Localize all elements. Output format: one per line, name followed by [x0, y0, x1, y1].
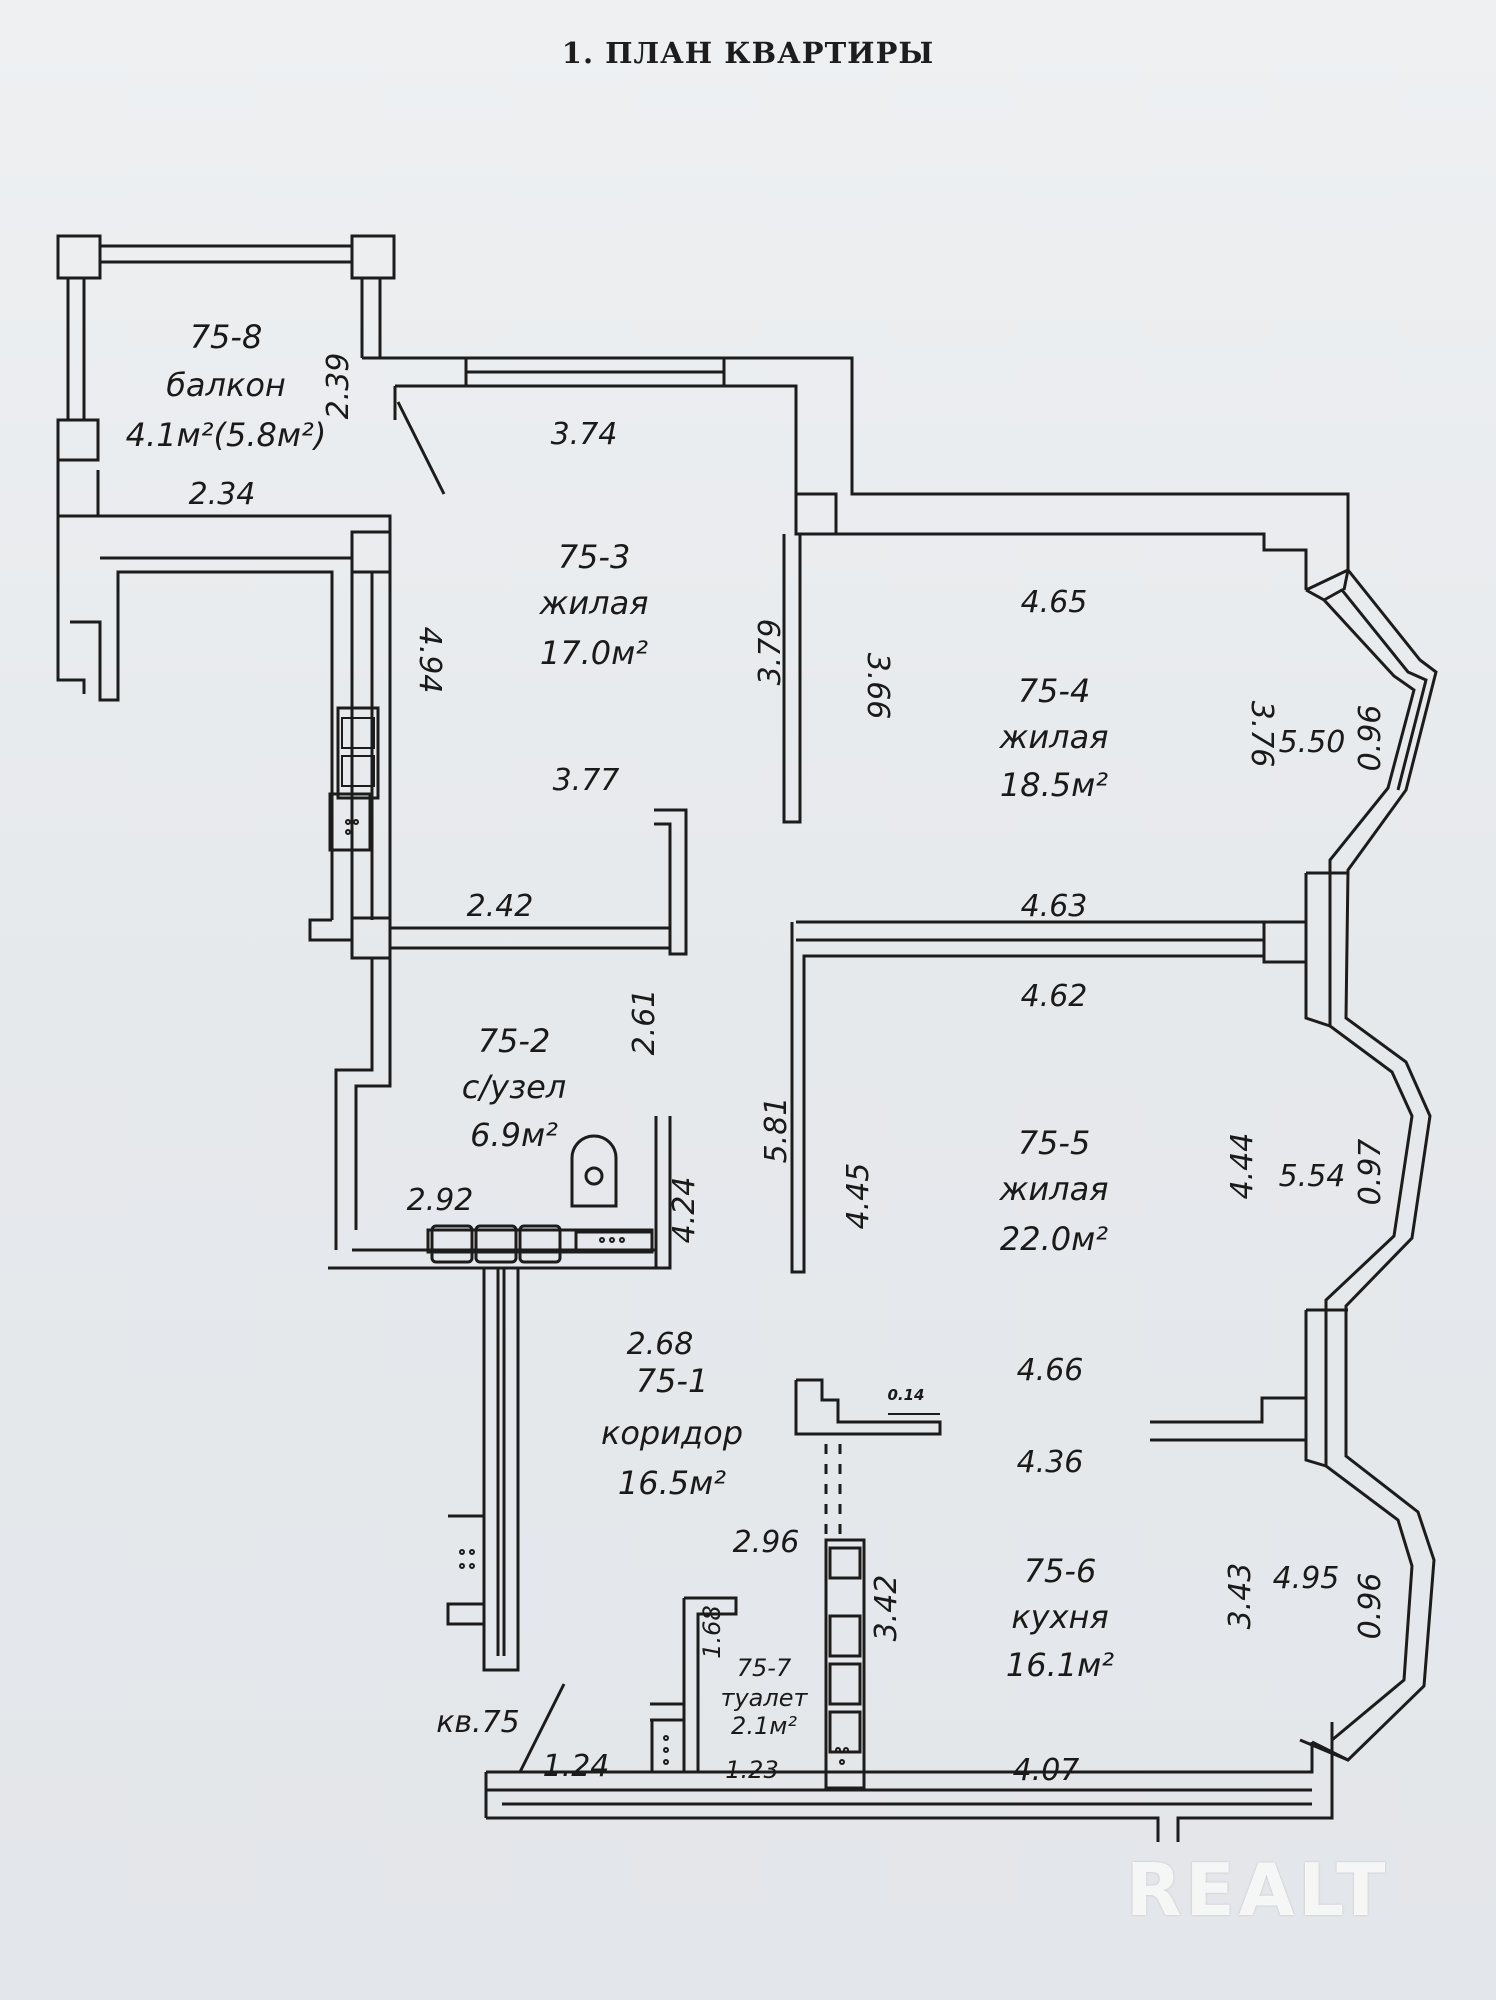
dim-label: 3.79 [753, 619, 788, 686]
dim-label: 3.77 [553, 763, 620, 798]
room-area: 18.5м² [1000, 766, 1108, 804]
dim-label: 2.61 [627, 989, 662, 1056]
room-area: 16.1м² [1006, 1646, 1114, 1684]
room-id: 75-6 [1024, 1552, 1097, 1590]
room-name: кухня [1011, 1598, 1108, 1636]
fixtures [341, 717, 940, 1765]
dim-label: 4.94 [412, 627, 447, 694]
dim-label: 4.44 [1225, 1133, 1260, 1200]
room-area: 2.1м² [731, 1712, 797, 1740]
dim-label: 4.65 [1021, 585, 1088, 620]
plan-title: 1. ПЛАН КВАРТИРЫ [561, 36, 935, 70]
dim-label: 0.96 [1353, 705, 1388, 772]
dim-label: 3.66 [860, 653, 895, 720]
room-name: жилая [999, 1170, 1109, 1208]
room-name: балкон [166, 366, 286, 404]
room-label-75-3: 75-3 жилая 17.0м² [539, 538, 649, 672]
dim-label: 2.68 [627, 1327, 694, 1362]
dim-label: 2.34 [189, 477, 256, 512]
dim-label: 4.62 [1021, 979, 1088, 1014]
room-id: 75-7 [737, 1654, 792, 1682]
dim-label: 4.36 [1017, 1445, 1084, 1480]
room-name: туалет [721, 1684, 809, 1712]
dim-label: 4.07 [1013, 1753, 1080, 1788]
dim-label: 5.50 [1279, 725, 1346, 760]
dim-label: 4.24 [667, 1177, 702, 1244]
room-label-75-1: 75-1 коридор 16.5м² [601, 1362, 743, 1502]
room-area: 22.0м² [1000, 1220, 1108, 1258]
dim-label: 3.42 [869, 1575, 904, 1642]
dim-label: 1.24 [543, 1749, 610, 1784]
room-label-balcony: 75-8 балкон 4.1м²(5.8м²) [126, 318, 327, 454]
room-name: жилая [539, 584, 649, 622]
dim-label: 4.95 [1273, 1561, 1340, 1596]
dim-label: 0.14 [887, 1386, 924, 1404]
dim-label: 3.74 [551, 417, 618, 452]
room-name: коридор [601, 1414, 743, 1452]
room-area: 4.1м²(5.8м²) [126, 416, 327, 454]
dim-label: 2.42 [467, 889, 534, 924]
room-label-75-5: 75-5 жилая 22.0м² [999, 1124, 1109, 1258]
dim-label: 3.43 [1223, 1563, 1258, 1630]
room-id: 75-5 [1018, 1124, 1091, 1162]
room-id: 75-4 [1018, 672, 1091, 710]
room-area: 17.0м² [540, 634, 648, 672]
dim-label: 2.96 [733, 1525, 800, 1560]
room-label-75-7: 75-7 туалет 2.1м² [721, 1654, 809, 1740]
dim-label: 0.96 [1353, 1573, 1388, 1640]
room-name: с/узел [462, 1068, 566, 1106]
room-id: 75-3 [558, 538, 631, 576]
room-id: 75-8 [190, 318, 263, 356]
room-id: 75-2 [478, 1022, 551, 1060]
room-label-75-2: 75-2 с/узел 6.9м² [462, 1022, 566, 1154]
apartment-label: кв.75 [436, 1705, 520, 1740]
dim-label: 1.68 [698, 1605, 726, 1658]
room-label-75-4: 75-4 жилая 18.5м² [999, 672, 1109, 804]
room-id: 75-1 [636, 1362, 709, 1400]
balcony-walls [56, 234, 396, 518]
dim-label: 5.54 [1279, 1159, 1346, 1194]
room-area: 16.5м² [618, 1464, 726, 1502]
room-area: 6.9м² [470, 1116, 558, 1154]
dim-label: 3.76 [1244, 701, 1279, 768]
room-label-75-6: 75-6 кухня 16.1м² [1006, 1552, 1114, 1684]
room-name: жилая [999, 718, 1109, 756]
dim-label: 4.45 [841, 1163, 876, 1230]
dim-label: 2.39 [321, 353, 356, 420]
realt-watermark: REALT [1126, 1848, 1390, 1932]
dim-label: 4.66 [1017, 1353, 1084, 1388]
dim-label: 1.23 [725, 1756, 778, 1784]
interior-walls [390, 386, 1308, 1790]
dim-label: 2.92 [407, 1183, 474, 1218]
dimensions: 2.39 3.74 2.34 4.94 3.79 3.66 4.65 3.76 … [189, 353, 1388, 1788]
dim-label: 0.97 [1353, 1139, 1388, 1206]
dim-label: 5.81 [759, 1097, 794, 1164]
dim-label: 4.63 [1021, 889, 1088, 924]
